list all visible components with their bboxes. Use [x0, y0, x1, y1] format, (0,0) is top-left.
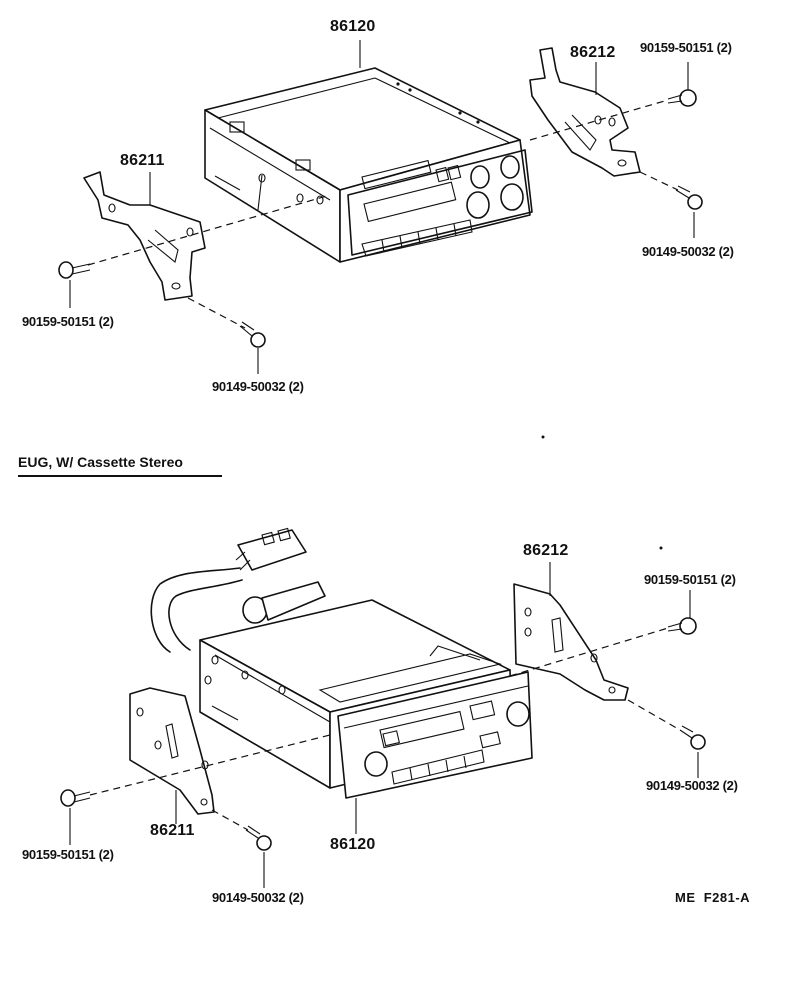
- top-screw-left-label: 90149-50032 (2): [212, 379, 304, 394]
- top-part-86120-label: 86120: [330, 18, 376, 35]
- top-screw-right-label: 90149-50032 (2): [642, 244, 734, 259]
- top-fasteners: [58, 89, 703, 348]
- bottom-part-86211-label: 86211: [150, 822, 195, 839]
- figure-code: ME F281-A: [675, 890, 751, 905]
- bottom-screw-left-label: 90149-50032 (2): [212, 890, 304, 905]
- top-radio-unit: [204, 67, 533, 263]
- bottom-screw-right-label: 90149-50032 (2): [646, 778, 738, 793]
- top-part-86211-label: 86211: [120, 152, 165, 169]
- top-part-86212-label: 86212: [570, 44, 616, 61]
- bottom-fasteners: [60, 617, 706, 851]
- bottom-part-86120-label: 86120: [330, 836, 376, 853]
- bottom-radio-unit: [150, 527, 533, 799]
- bottom-left-bracket: [129, 687, 215, 815]
- top-leaders: [69, 40, 695, 374]
- top-bolt-left-label: 90159-50151 (2): [22, 314, 114, 329]
- top-bolt-right-label: 90159-50151 (2): [640, 40, 732, 55]
- bottom-bolt-left-label: 90159-50151 (2): [22, 847, 114, 862]
- bottom-right-bracket: [513, 583, 629, 701]
- top-left-bracket: [83, 171, 206, 301]
- top-right-bracket: [529, 47, 641, 177]
- bottom-bolt-right-label: 90159-50151 (2): [644, 572, 736, 587]
- section-title: EUG, W/ Cassette Stereo: [18, 454, 183, 470]
- bottom-leaders: [69, 562, 699, 888]
- bottom-part-86212-label: 86212: [523, 542, 569, 559]
